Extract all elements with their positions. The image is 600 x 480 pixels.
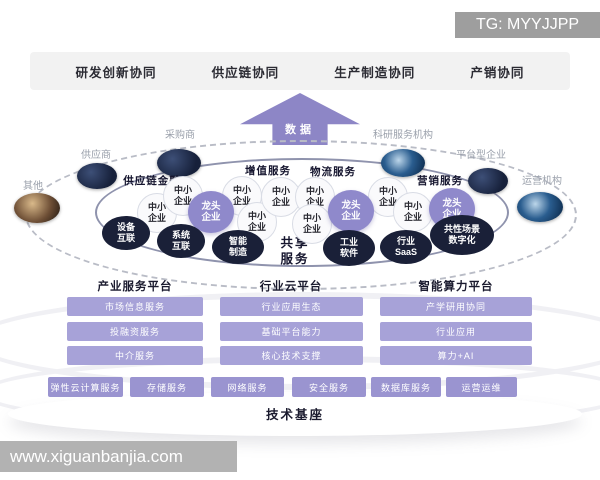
platform-smart-computing-title: 智能算力平台 [418, 281, 494, 293]
watermark-badge: TG: MYYJJPP [455, 12, 600, 38]
stakeholder-other-label: 其他 [23, 181, 43, 192]
leader-bubble: 龙头 企业 [328, 190, 374, 232]
inner-solid-ellipse [95, 158, 509, 267]
capability-system-link-bubble: 系统 互联 [157, 224, 205, 258]
leader-bubble: 龙头 企业 [188, 191, 234, 233]
tech-base-ellipse [8, 392, 582, 436]
stakeholder-research-photo [381, 149, 425, 177]
industry-service-item-2: 投融资服务 [67, 322, 203, 341]
industry-cloud-item-3: 核心技术支撑 [220, 346, 363, 365]
capability-industrial-sw-bubble: 工业 软件 [323, 230, 375, 266]
site-url-bar: www.xiguanbanjia.com [0, 441, 237, 472]
stakeholder-buyer-label: 采购商 [165, 130, 195, 141]
smart-computing-item-3: 算力+AI [380, 346, 532, 365]
infra-network-btn: 网络服务 [211, 377, 284, 397]
stakeholder-operator-photo [517, 192, 563, 222]
industry-cloud-item-2: 基础平台能力 [220, 322, 363, 341]
industry-cloud-item-1: 行业应用生态 [220, 297, 363, 316]
capability-smart-mfg-bubble: 智能 制造 [212, 230, 264, 264]
stakeholder-other-photo [14, 193, 60, 223]
infra-database-btn: 数据库服务 [371, 377, 441, 397]
stakeholder-supplier-photo [77, 163, 117, 189]
sme-bubble: 中小 企业 [261, 177, 301, 217]
infra-storage-btn: 存储服务 [130, 377, 204, 397]
platform-industry-service-title: 产业服务平台 [97, 281, 173, 293]
collab-manufacturing-label: 生产制造协同 [334, 65, 416, 80]
collab-rd-label: 研发创新协同 [75, 65, 157, 80]
stakeholder-operator-label: 运营机构 [522, 176, 562, 187]
tech-base-label: 技术基座 [265, 408, 324, 422]
industry-service-item-1: 市场信息服务 [67, 297, 203, 316]
stakeholder-research-label: 科研服务机构 [373, 130, 433, 141]
service-logistics-label: 物流服务 [310, 166, 356, 178]
smart-computing-item-1: 产学研用协同 [380, 297, 532, 316]
data-arrow [240, 93, 360, 145]
collab-supplychain-label: 供应链协同 [211, 65, 280, 80]
capability-device-link-bubble: 设备 互联 [102, 216, 150, 250]
capability-industry-saas-bubble: 行业 SaaS [380, 230, 432, 264]
sme-bubble: 中小 企业 [292, 204, 332, 244]
stakeholder-platform-photo [468, 168, 508, 194]
infra-operations-btn: 运营运维 [446, 377, 517, 397]
collab-sales-label: 产销协同 [470, 65, 525, 80]
infra-security-btn: 安全服务 [292, 377, 366, 397]
sme-bubble: 中小 企业 [393, 192, 433, 232]
stakeholder-supplier-label: 供应商 [81, 150, 111, 161]
smart-computing-item-2: 行业应用 [380, 322, 532, 341]
capability-common-digital-bubble: 共性场景 数字化 [430, 215, 494, 255]
platform-industry-cloud-title: 行业云平台 [259, 281, 323, 293]
collaboration-band: 研发创新协同 供应链协同 生产制造协同 产销协同 [30, 52, 570, 90]
industry-service-item-3: 中介服务 [67, 346, 203, 365]
service-marketing-label: 营销服务 [417, 175, 463, 187]
data-arrow-label: 数据 [285, 124, 315, 136]
service-value-added-label: 增值服务 [245, 165, 291, 177]
stakeholder-buyer-photo [157, 149, 201, 177]
stakeholder-platform-label: 平台型企业 [456, 150, 506, 161]
infra-elastic-compute-btn: 弹性云计算服务 [48, 377, 123, 397]
